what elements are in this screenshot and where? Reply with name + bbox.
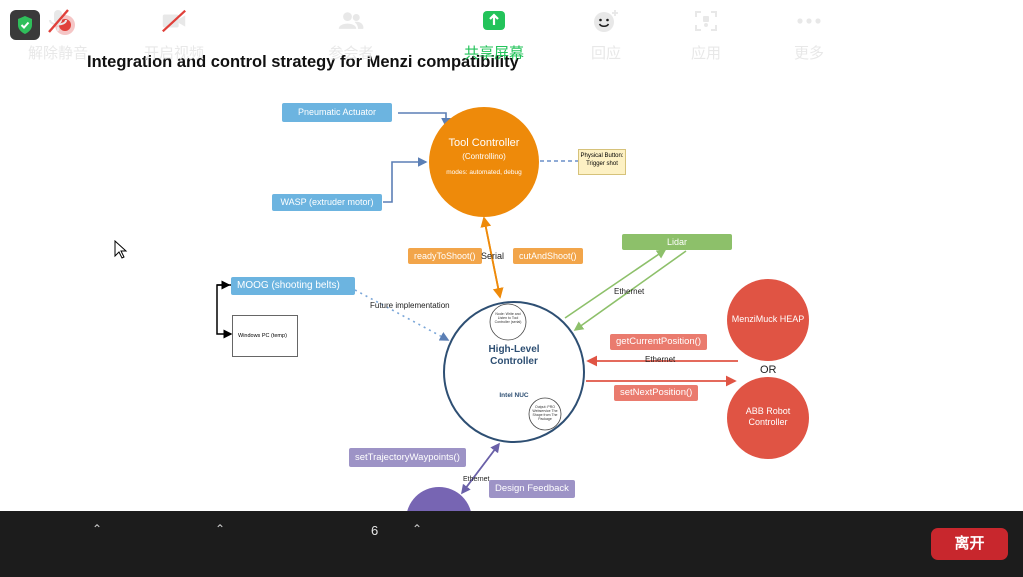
set-trajectory-waypoints-label: setTrajectoryWaypoints() [349, 448, 466, 467]
participants-options-caret-icon[interactable]: ⌃ [412, 522, 423, 536]
muted-microphone-icon [48, 9, 69, 33]
wasp-node: WASP (extruder motor) [272, 194, 382, 211]
apps-button[interactable]: 应用 [676, 0, 736, 66]
share-screen-label: 共享屏幕 [463, 45, 524, 62]
windows-pc-node: Windows PC (temp) [232, 315, 298, 357]
participants-button[interactable]: 参会者 [318, 0, 384, 66]
mouse-cursor-icon [114, 240, 128, 259]
start-video-label: 开启视频 [143, 45, 204, 62]
reaction-smiley-icon [594, 10, 618, 32]
pneumatic-actuator-node: Pneumatic Actuator [282, 103, 392, 122]
participants-icon [338, 12, 364, 29]
participants-label: 参会者 [328, 45, 374, 62]
get-current-position-label: getCurrentPosition() [610, 334, 708, 350]
serial-label: Serial [481, 251, 505, 261]
high-level-controller-title: High-Level Controller [488, 344, 540, 367]
menzi-node: MenziMuck HEAP [731, 314, 805, 324]
react-button[interactable]: 回应 [576, 0, 636, 66]
diagram-connectors [216, 107, 809, 511]
share-screen-icon [483, 11, 505, 30]
set-next-position-label: setNextPosition() [614, 385, 699, 401]
hl-output-note: Output: PRO Webservice The Shape from Th… [532, 405, 558, 421]
video-off-icon [162, 9, 186, 33]
meeting-toolbar [0, 511, 1023, 577]
participant-count: 6 [371, 523, 379, 538]
tool-controller-title: Tool Controller [448, 137, 520, 149]
tool-controller-modes: modes: automated, debug [446, 169, 522, 176]
apps-icon [695, 11, 717, 31]
ethernet-lidar-label: Ethernet [614, 287, 645, 296]
video-options-caret-icon[interactable]: ⌃ [215, 522, 226, 536]
more-label: 更多 [793, 45, 824, 62]
slide-title: Integration and control strategy for Men… [87, 53, 519, 71]
intel-nuc-label: Intel NUC [499, 392, 529, 399]
hl-node-note: Node: Write and Listen to Tool Controlle… [494, 312, 522, 324]
future-implementation-label: Future implementation [370, 301, 450, 310]
security-shield-icon[interactable] [10, 10, 40, 40]
react-label: 回应 [590, 45, 621, 62]
ready-to-shoot-label: readyToShoot() [408, 248, 482, 264]
leave-meeting-button[interactable]: 离开 [931, 528, 1008, 560]
share-screen-button[interactable]: 共享屏幕 [458, 0, 530, 66]
ethernet-bottom-label: Ethernet [463, 476, 490, 483]
moog-node: MOOG (shooting belts) [231, 277, 355, 295]
or-label: OR [760, 364, 777, 376]
ethernet-mid-label: Ethernet [645, 355, 676, 364]
cut-and-shoot-label: cutAndShoot() [513, 248, 583, 264]
more-button[interactable]: 更多 [779, 0, 839, 66]
audio-options-caret-icon[interactable]: ⌃ [92, 522, 103, 536]
apps-label: 应用 [690, 45, 721, 62]
lidar-node: Lidar [622, 234, 732, 250]
start-video-button[interactable]: 开启视频 [136, 0, 212, 66]
more-dots-icon [797, 18, 821, 24]
design-feedback-label: Design Feedback [489, 480, 575, 498]
unmute-label: 解除静音 [27, 45, 88, 62]
physical-button-node: Physical Button: Trigger shot [578, 149, 626, 175]
unmute-button[interactable]: 解除静音 [20, 0, 96, 66]
abb-node: ABB Robot Controller [745, 406, 791, 427]
tool-controller-subtitle: (Controllino) [462, 152, 506, 161]
